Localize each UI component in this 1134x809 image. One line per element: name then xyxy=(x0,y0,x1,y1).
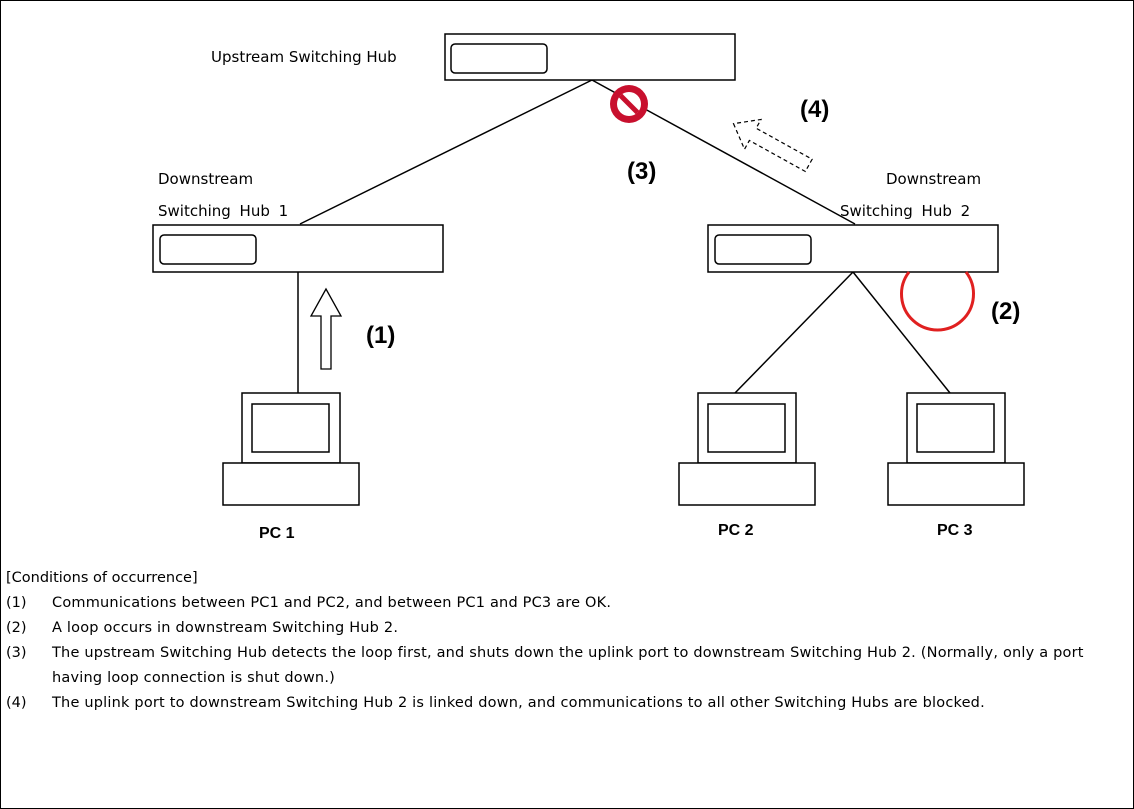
conditions-section: [Conditions of occurrence] (1) Communica… xyxy=(6,566,1124,716)
step-2-label: (2) xyxy=(991,298,1021,325)
link-upstream-to-hub1 xyxy=(299,79,593,225)
link-hub2-to-pc2 xyxy=(734,271,854,394)
conditions-title: [Conditions of occurrence] xyxy=(6,570,198,586)
pc-1-label: PC 1 xyxy=(259,525,295,542)
condition-item-4: (4) The uplink port to downstream Switch… xyxy=(6,691,1124,716)
condition-item-3: (3) The upstream Switching Hub detects t… xyxy=(6,641,1124,691)
pc-3-label: PC 3 xyxy=(937,522,973,539)
downstream-hub2-label-line1: Downstream xyxy=(886,170,982,188)
condition-number: (1) xyxy=(6,595,27,611)
step-1-label: (1) xyxy=(366,322,396,349)
upstream-hub-label: Upstream Switching Hub xyxy=(211,48,397,66)
pc-3-icon xyxy=(887,392,1025,506)
condition-item-2: (2) A loop occurs in downstream Switchin… xyxy=(6,616,1124,641)
condition-number: (4) xyxy=(6,695,27,711)
downstream-hub1-label-line2: Switching Hub 1 xyxy=(158,202,289,220)
condition-text: Communications between PC1 and PC2, and … xyxy=(52,595,612,611)
dashed-arrow-icon xyxy=(732,118,813,173)
condition-text: The upstream Switching Hub detects the l… xyxy=(52,645,1084,686)
up-arrow-icon xyxy=(309,287,343,370)
condition-item-1: (1) Communications between PC1 and PC2, … xyxy=(6,591,1124,616)
blocked-port-icon xyxy=(610,85,648,123)
step-3-label: (3) xyxy=(627,158,657,185)
loop-indicator-icon xyxy=(900,271,975,332)
downstream-switching-hub-1 xyxy=(152,224,444,273)
condition-number: (2) xyxy=(6,620,27,636)
link-hub2-to-pc3 xyxy=(852,271,951,394)
pc-1-icon xyxy=(222,392,360,506)
downstream-hub1-label-line1: Downstream xyxy=(158,170,254,188)
condition-text: A loop occurs in downstream Switching Hu… xyxy=(52,620,399,636)
upstream-switching-hub xyxy=(444,33,736,81)
condition-number: (3) xyxy=(6,645,27,661)
pc-2-icon xyxy=(678,392,816,506)
step-4-label: (4) xyxy=(800,96,830,123)
pc-2-label: PC 2 xyxy=(718,522,754,539)
condition-text: The uplink port to downstream Switching … xyxy=(52,695,985,711)
downstream-hub2-label-line2: Switching Hub 2 xyxy=(840,202,971,220)
downstream-switching-hub-2 xyxy=(707,224,999,273)
